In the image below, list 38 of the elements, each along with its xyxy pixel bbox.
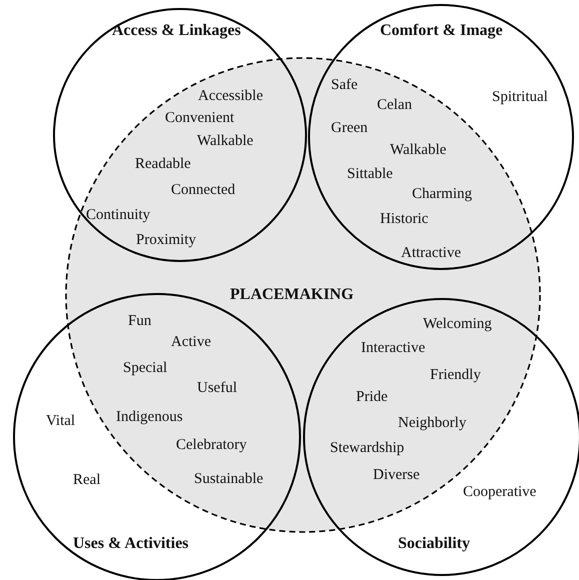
term-label: Neighborly [398,415,466,432]
term-label: Real [73,472,100,489]
term-label: Fun [128,313,152,330]
term-label: Historic [380,211,428,228]
term-label: Diverse [373,467,420,484]
term-label: Connected [171,182,236,199]
term-label: Pride [356,389,388,406]
term-label: Vital [46,413,76,430]
term-label: Attractive [401,245,461,262]
circle-heading: Access & Linkages [112,22,241,40]
term-label: Walkable [390,142,446,159]
term-label: Active [171,334,211,351]
term-label: Celebratory [176,437,247,454]
term-label: Spitritual [492,89,548,106]
term-label: Stewardship [330,440,404,457]
term-label: Celan [377,97,412,114]
term-label: Charming [412,186,472,203]
term-label: Accessible [198,88,263,105]
term-label: Sittable [347,166,393,183]
term-label: Proximity [136,232,196,249]
circle-heading: Comfort & Image [380,22,503,40]
term-label: Walkable [197,133,254,150]
term-label: Readable [135,156,191,173]
term-label: Special [123,360,168,377]
term-label: Useful [197,380,237,397]
circle-heading: Sociability [398,535,470,553]
term-label: Welcoming [423,316,492,333]
term-label: Friendly [430,367,481,384]
term-label: Continuity [86,207,150,224]
term-label: Cooperative [463,484,536,501]
term-label: Green [331,120,368,137]
circle-heading: Uses & Activities [73,535,189,553]
term-label: Convenient [165,110,234,127]
term-label: Interactive [361,340,426,357]
circle-heading: PLACEMAKING [230,286,354,304]
term-label: Safe [331,77,358,94]
term-label: Indigenous [116,409,183,426]
term-label: Sustainable [194,471,264,488]
